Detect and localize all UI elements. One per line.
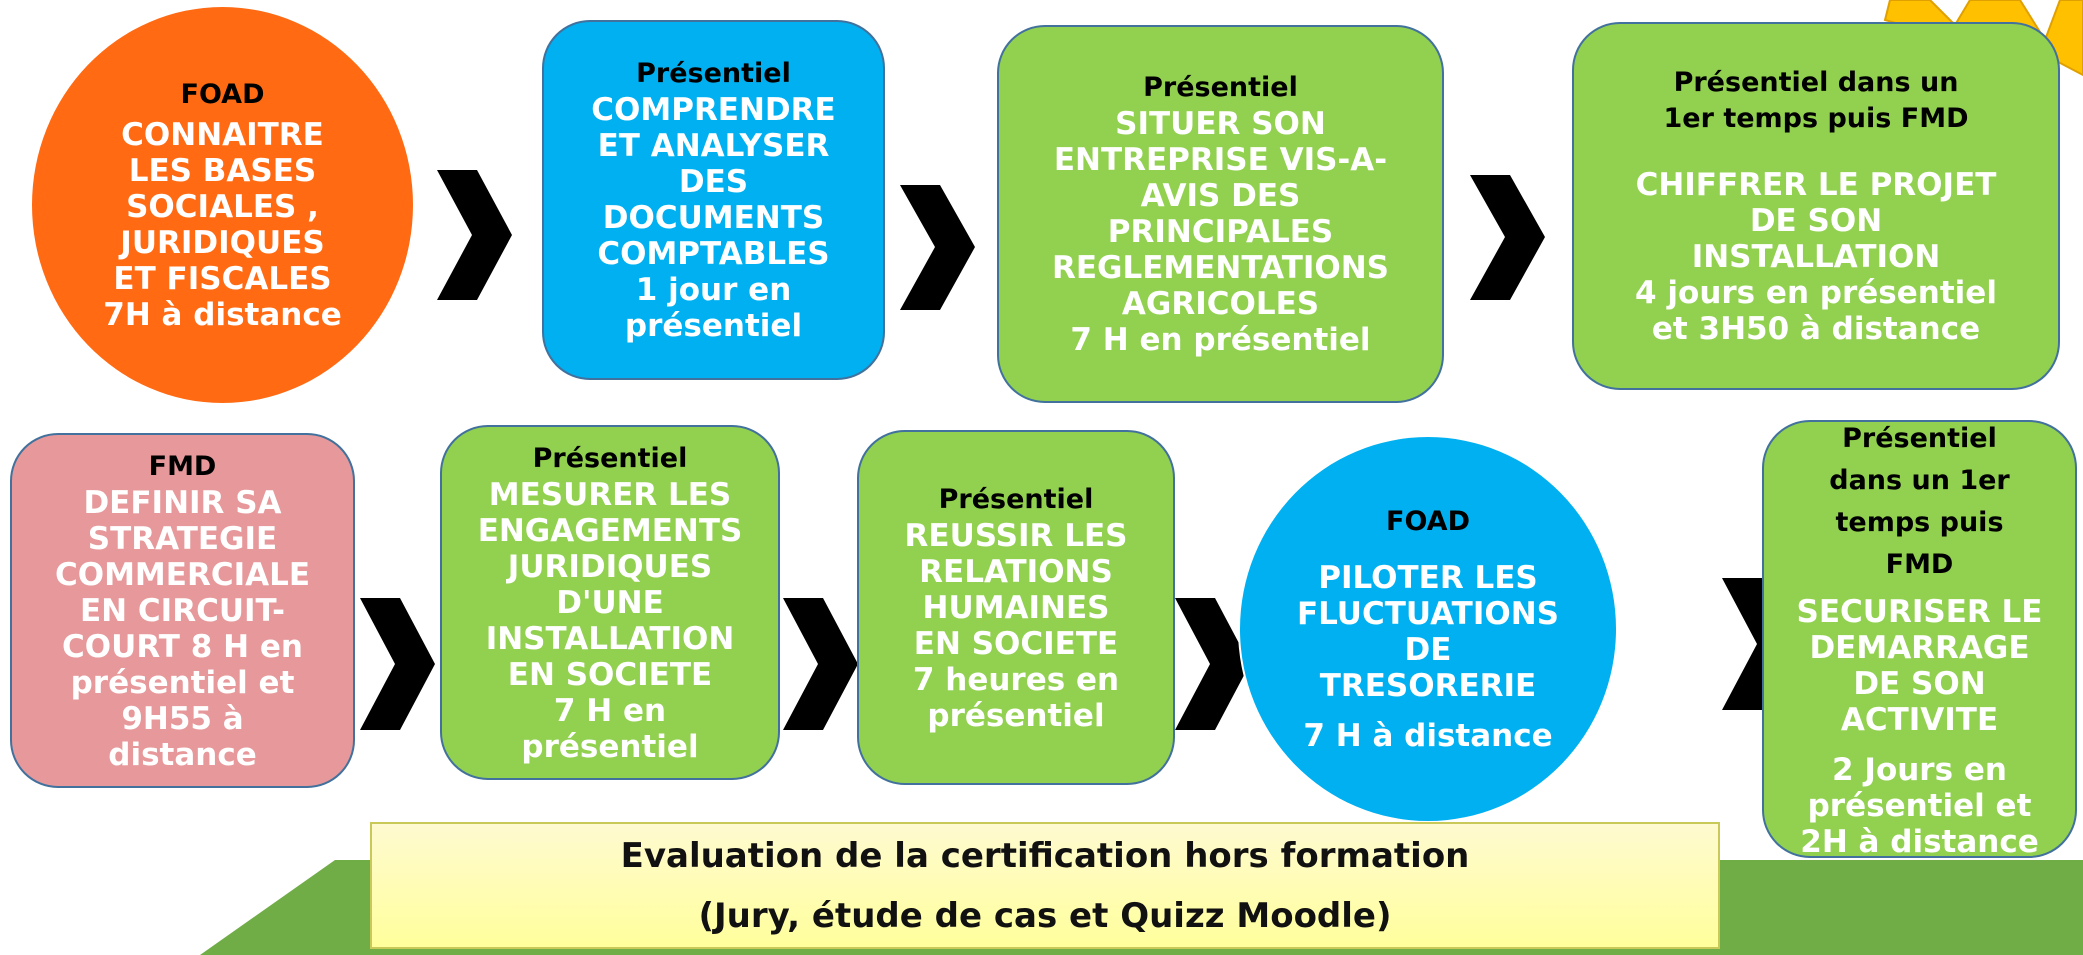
step-mode: Présentiel xyxy=(938,483,1094,515)
evaluation-box: Evaluation de la certification hors form… xyxy=(370,822,1720,949)
step-body-line: et 3H50 à distance xyxy=(1651,311,1981,347)
step-chiffrer-projet: Présentiel dans un 1er temps puis FMD CH… xyxy=(1572,22,2060,390)
step-body-line: présentiel et xyxy=(70,664,295,701)
arrow-icon xyxy=(1175,598,1250,730)
step-body-line: REUSSIR LES xyxy=(904,517,1128,554)
step-body-line: DE SON xyxy=(1853,666,1986,702)
arrow-icon xyxy=(437,170,512,300)
step-body-line: présentiel xyxy=(521,728,699,765)
step-mode: Présentiel xyxy=(636,58,791,89)
step-body-line: DEMARRAGE xyxy=(1809,630,2030,666)
arrow-icon xyxy=(783,598,858,730)
step-body-line: SECURISER LE xyxy=(1796,594,2043,630)
step-body-line: ENTREPRISE VIS-A- xyxy=(1053,142,1388,178)
step-mode: FOAD xyxy=(180,79,265,110)
step-body-line: 2 Jours en xyxy=(1832,752,2007,788)
step-comprendre-documents: Présentiel COMPRENDRE ET ANALYSER DES DO… xyxy=(542,20,885,380)
step-mode: FOAD xyxy=(1386,506,1470,537)
step-piloter-tresorerie: FOAD PILOTER LES FLUCTUATIONS DE TRESORE… xyxy=(1238,435,1618,823)
step-body-line: 9H55 à xyxy=(121,700,244,737)
step-body-line: JURIDIQUES xyxy=(507,548,713,585)
arrow-icon xyxy=(900,185,975,310)
step-body-line: 2H à distance xyxy=(1800,824,2039,858)
step-mesurer-engagements: Présentiel MESURER LES ENGAGEMENTS JURID… xyxy=(440,425,780,780)
step-body-line: AGRICOLES xyxy=(1121,286,1320,322)
step-definir-strategie: FMD DEFINIR SA STRATEGIE COMMERCIALE EN … xyxy=(10,433,355,788)
step-body-line: ET FISCALES xyxy=(113,261,332,297)
step-body-line: 7H à distance xyxy=(103,297,342,333)
step-body-line: COURT 8 H en xyxy=(62,628,303,665)
step-body-line: ET ANALYSER xyxy=(597,128,830,164)
step-body-line: COMPTABLES xyxy=(597,236,830,272)
step-body-line: 1 jour en xyxy=(635,272,792,308)
step-body-line: DOCUMENTS xyxy=(602,200,825,236)
step-body-line: 7 H à distance xyxy=(1303,718,1553,754)
step-body-line: présentiel xyxy=(624,308,803,344)
step-body-line: FLUCTUATIONS xyxy=(1296,596,1559,632)
step-body-line: PRINCIPALES xyxy=(1107,214,1334,250)
arrow-icon xyxy=(360,598,435,730)
step-body-line: SITUER SON xyxy=(1115,106,1326,142)
step-mode: FMD xyxy=(148,450,217,482)
step-body-line: COMMERCIALE xyxy=(54,556,311,593)
step-body-line: D'UNE xyxy=(556,584,664,621)
arrow-icon xyxy=(1470,175,1545,300)
step-body-line: ENGAGEMENTS xyxy=(477,512,743,549)
step-mode: Présentiel xyxy=(1143,72,1298,103)
step-body-line: PILOTER LES xyxy=(1318,560,1538,596)
step-body-line: 7 H en xyxy=(553,692,667,729)
step-body-line: ACTIVITE xyxy=(1840,702,1999,738)
step-body-line: INSTALLATION xyxy=(1691,239,1941,275)
step-mode: Présentiel dans un 1er temps puis FMD xyxy=(1663,67,1969,134)
step-body-line: HUMAINES xyxy=(922,589,1110,626)
step-body-line: DES xyxy=(678,164,749,200)
step-body-line: DE xyxy=(1404,632,1452,668)
step-body-line: EN CIRCUIT- xyxy=(80,592,285,629)
step-body-line: AVIS DES xyxy=(1140,178,1301,214)
step-body-line: DEFINIR SA xyxy=(83,484,282,521)
step-body-line: COMPRENDRE xyxy=(591,92,836,128)
step-body-line: REGLEMENTATIONS xyxy=(1051,250,1390,286)
step-body-line: 4 jours en présentiel xyxy=(1635,275,1997,311)
step-body-line: STRATEGIE xyxy=(87,520,278,557)
step-securiser-demarrage: Présentiel dans un 1er temps puis FMD SE… xyxy=(1762,420,2077,858)
step-body-line: distance xyxy=(108,736,257,773)
step-body-line: JURIDIQUES xyxy=(120,225,325,261)
step-body-line: EN SOCIETE xyxy=(913,625,1119,662)
step-body-line: INSTALLATION xyxy=(485,620,735,657)
step-situer-entreprise: Présentiel SITUER SON ENTREPRISE VIS-A- … xyxy=(997,25,1444,403)
step-body-line: EN SOCIETE xyxy=(507,656,713,693)
step-body-line: DE SON xyxy=(1749,203,1883,239)
step-body-line: présentiel xyxy=(927,697,1105,734)
step-body-line: SOCIALES , xyxy=(126,189,319,225)
step-body-line: 7 H en présentiel xyxy=(1070,322,1371,358)
step-body-line: RELATIONS xyxy=(919,553,1113,590)
step-body-line: TRESORERIE xyxy=(1319,668,1537,704)
step-body-line: 7 heures en xyxy=(912,661,1120,698)
step-mode: Présentiel xyxy=(532,442,688,474)
step-connaitre-bases: FOAD CONNAITRE LES BASES SOCIALES , JURI… xyxy=(30,5,415,405)
step-mode: Présentiel dans un 1er temps puis FMD xyxy=(1829,423,2010,580)
step-body-line: MESURER LES xyxy=(488,476,732,513)
step-body-line: présentiel et xyxy=(1807,788,2032,824)
step-body-line: CHIFFRER LE PROJET xyxy=(1635,167,1997,203)
evaluation-title: Evaluation de la certification hors form… xyxy=(620,835,1470,876)
evaluation-subtitle: (Jury, étude de cas et Quizz Moodle) xyxy=(698,895,1392,936)
step-reussir-relations: Présentiel REUSSIR LES RELATIONS HUMAINE… xyxy=(857,430,1175,785)
step-body-line: LES BASES xyxy=(128,153,317,189)
step-body-line: CONNAITRE xyxy=(121,117,324,153)
